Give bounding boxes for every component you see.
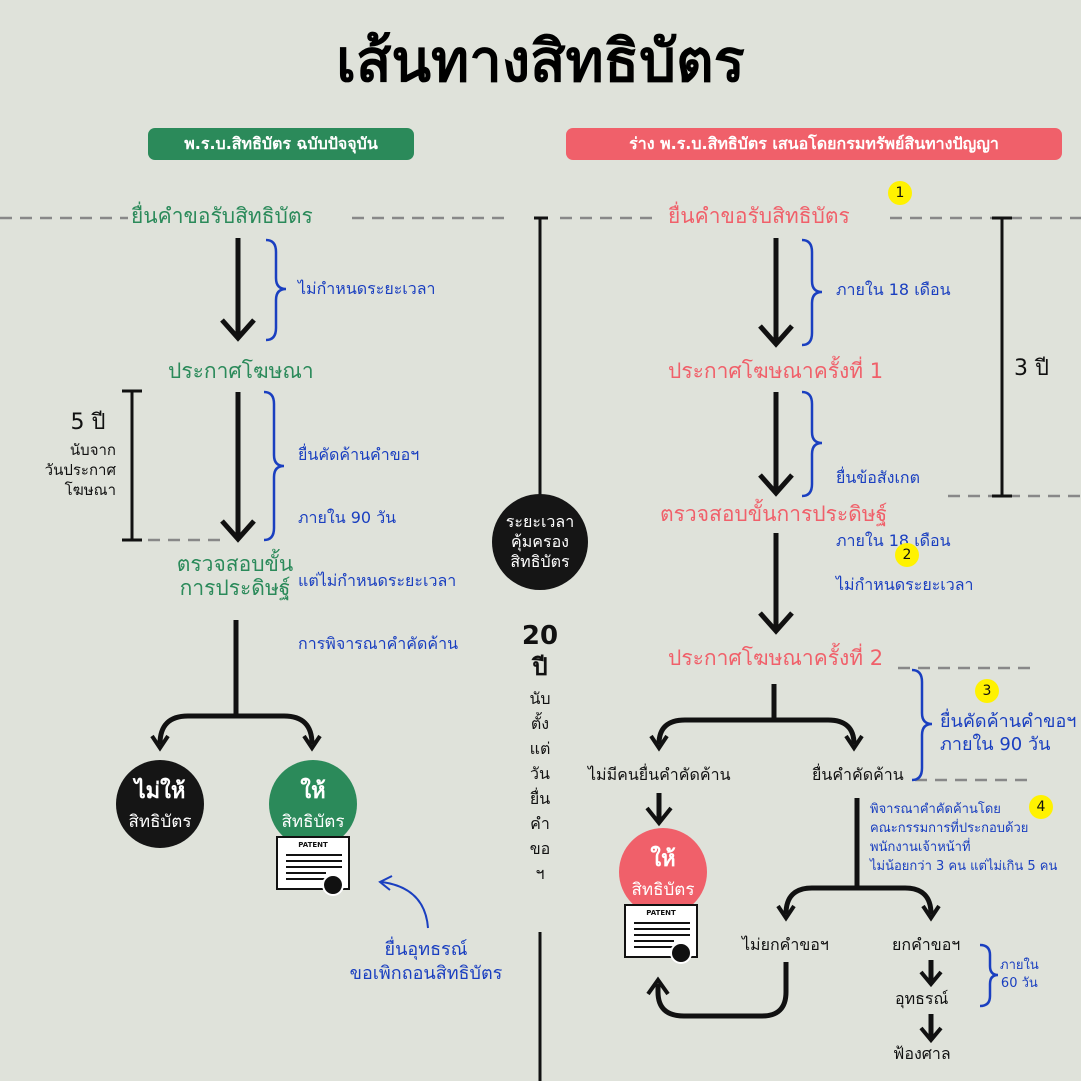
center-from-text: นับ ตั้ง แต่ วัน ยื่น คำ ขอ ฯ [529,689,551,883]
right-note-within-18: ภายใน 18 เดือน [836,280,951,299]
branch-no-opposition: ไม่มีคนยื่นคำคัดค้าน [588,765,731,784]
protection-period-circle: ระยะเวลา คุ้มครอง สิทธิบัตร [492,494,588,590]
right-step-announce-2: ประกาศโฆษณาครั้งที่ 2 [668,646,884,670]
center-years-unit: ปี [532,653,548,681]
seal-icon [670,942,692,964]
left-patent-certificate-icon: PATENT [276,836,350,896]
right-note-opposition: ยื่นคัดค้านคำขอฯ ภายใน 90 วัน [940,711,1077,755]
badge-4: 4 [1029,795,1053,819]
center-years-number: 20 [521,621,559,651]
left-step-examine: ตรวจสอบขั้น การประดิษฐ์ [176,552,294,601]
step-appeal: อุทธรณ์ [895,989,949,1008]
left-step-file: ยื่นคำขอรับสิทธิบัตร [131,204,313,228]
left-appeal-note: ยื่นอุทธรณ์ ขอเพิกถอนสิทธิบัตร [349,939,503,984]
right-step-announce-1: ประกาศโฆษณาครั้งที่ 1 [668,359,884,383]
left-years-value: 5 ปี [70,410,106,435]
right-step-file: ยื่นคำขอรับสิทธิบัตร [668,204,850,228]
badge-1: 1 [888,181,912,205]
right-step-examine: ตรวจสอบขั้นการประดิษฐ์ [660,502,888,526]
reject-circle: ไม่ให้ สิทธิบัตร [116,760,204,848]
right-patent-certificate-icon: PATENT [624,904,698,964]
seal-icon [322,874,344,896]
left-grant-circle: ให้ สิทธิบัตร [269,760,357,848]
left-note-no-time-limit: ไม่กำหนดระยะเวลา [298,279,436,298]
right-note-committee: พิจารณาคำคัดค้านโดย คณะกรรมการที่ประกอบด… [870,802,1058,874]
right-years-value: 3 ปี [1014,356,1049,381]
left-note-opposition: ยื่นคัดค้านคำขอฯ ภายใน 90 วัน แต่ไม่กำหน… [298,445,458,653]
branch-not-dismiss: ไม่ยกคำขอฯ [742,935,829,954]
left-step-announce: ประกาศโฆษณา [168,359,314,383]
right-grant-circle: ให้ สิทธิบัตร [619,828,707,916]
page-title: เส้นทางสิทธิบัตร [336,27,745,95]
step-court: ฟ้องศาล [893,1044,951,1063]
right-note-60-days: ภายใน 60 วัน [1000,958,1039,991]
badge-3: 3 [975,679,999,703]
badge-2: 2 [895,543,919,567]
branch-opposition: ยื่นคำคัดค้าน [812,765,904,784]
left-years-caption: นับจาก วันประกาศ โฆษณา [44,441,116,499]
right-note-no-time-limit: ไม่กำหนดระยะเวลา [836,575,974,594]
right-header: ร่าง พ.ร.บ.สิทธิบัตร เสนอโดยกรมทรัพย์สิน… [566,128,1062,160]
branch-dismiss: ยกคำขอฯ [892,935,961,954]
left-header: พ.ร.บ.สิทธิบัตร ฉบับปัจจุบัน [148,128,414,160]
